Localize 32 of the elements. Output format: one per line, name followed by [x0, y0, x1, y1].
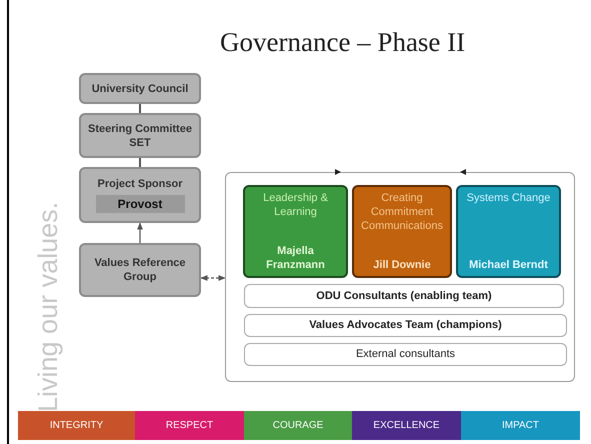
- box-title: Project Sponsor: [98, 177, 182, 191]
- team-box: [352, 185, 452, 278]
- arrow: [200, 275, 226, 281]
- arrow: [137, 222, 143, 243]
- team-bar: Values Advocates Team (champions): [244, 314, 567, 337]
- value-band: COURAGE: [244, 411, 352, 440]
- lead-name: Jill Downie: [373, 258, 431, 272]
- lead-name: Majella Franzmann: [265, 244, 326, 272]
- team-box: [456, 185, 561, 278]
- governance-box: [79, 113, 201, 158]
- lead-name: Michael Berndt: [469, 258, 548, 272]
- role-band: Provost: [96, 195, 184, 213]
- team-name: Creating Commitment Communications: [360, 191, 444, 233]
- team-box: [243, 185, 348, 278]
- slide-title: Governance – Phase II: [220, 26, 466, 59]
- team-name: Leadership & Learning: [262, 191, 329, 219]
- box-title: Values Reference Group: [93, 256, 187, 284]
- value-band: EXCELLENCE: [352, 411, 461, 440]
- value-band: IMPACT: [461, 411, 580, 440]
- team-name: Systems Change: [466, 191, 550, 205]
- governance-box: [79, 73, 201, 104]
- connector-line: [139, 104, 141, 113]
- team-bar: External consultants: [244, 343, 567, 366]
- connector-line: [139, 158, 141, 167]
- box-title: Steering Committee SET: [87, 122, 193, 150]
- value-band: INTEGRITY: [18, 411, 135, 440]
- team-bar: ODU Consultants (enabling team): [244, 284, 564, 308]
- group-panel: [225, 172, 575, 382]
- box-title: University Council: [92, 82, 188, 96]
- governance-box: [79, 243, 201, 297]
- value-band: RESPECT: [135, 411, 244, 440]
- governance-box: [79, 167, 201, 223]
